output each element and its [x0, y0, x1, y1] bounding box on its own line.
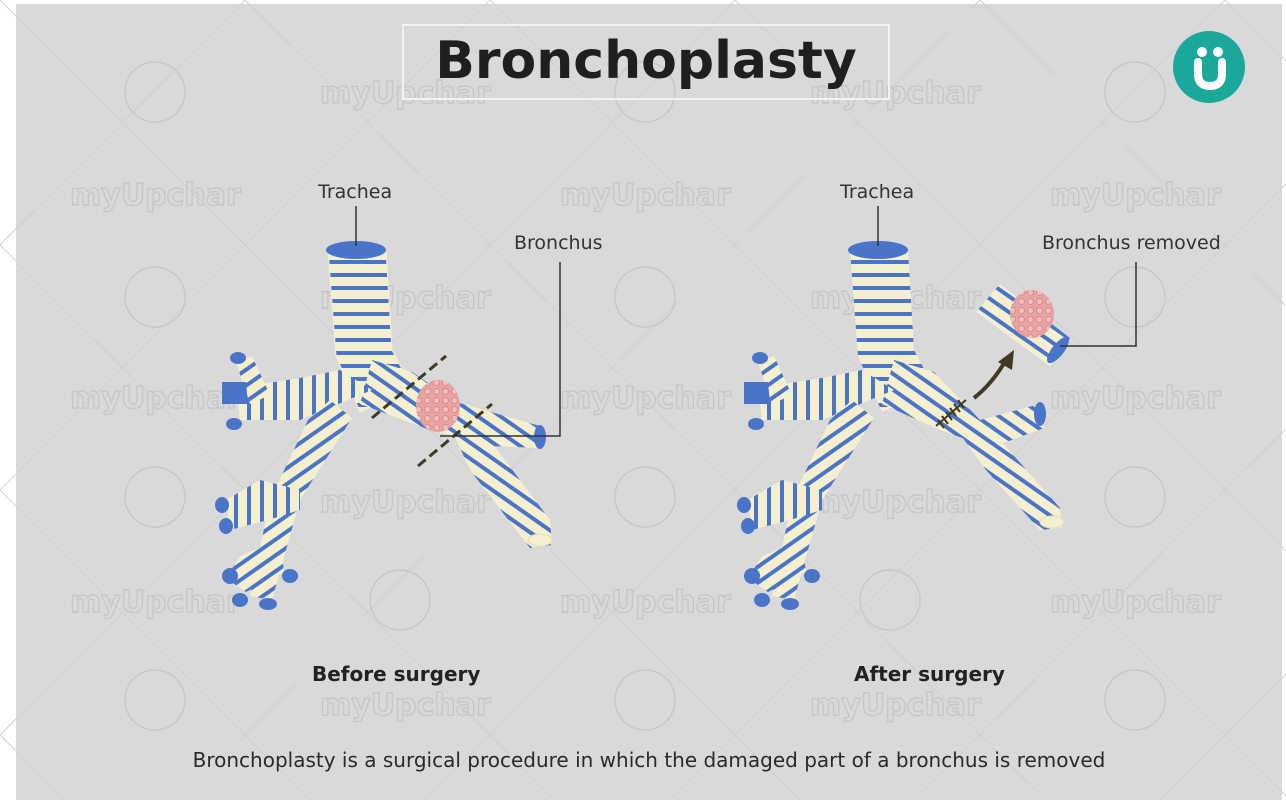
tumor [416, 380, 460, 432]
removal-arrow-icon [974, 360, 1006, 398]
after-airway [737, 206, 1136, 610]
before-airway [215, 206, 560, 610]
removed-segment [976, 284, 1073, 366]
label-trachea-before: Trachea [318, 181, 392, 203]
caption-after: After surgery [854, 662, 1005, 686]
description: Bronchoplasty is a surgical procedure in… [16, 748, 1282, 772]
caption-before: Before surgery [312, 662, 480, 686]
label-trachea-after: Trachea [840, 181, 914, 203]
label-bronchus-removed: Bronchus removed [1042, 232, 1221, 254]
label-bronchus-before: Bronchus [514, 232, 603, 254]
